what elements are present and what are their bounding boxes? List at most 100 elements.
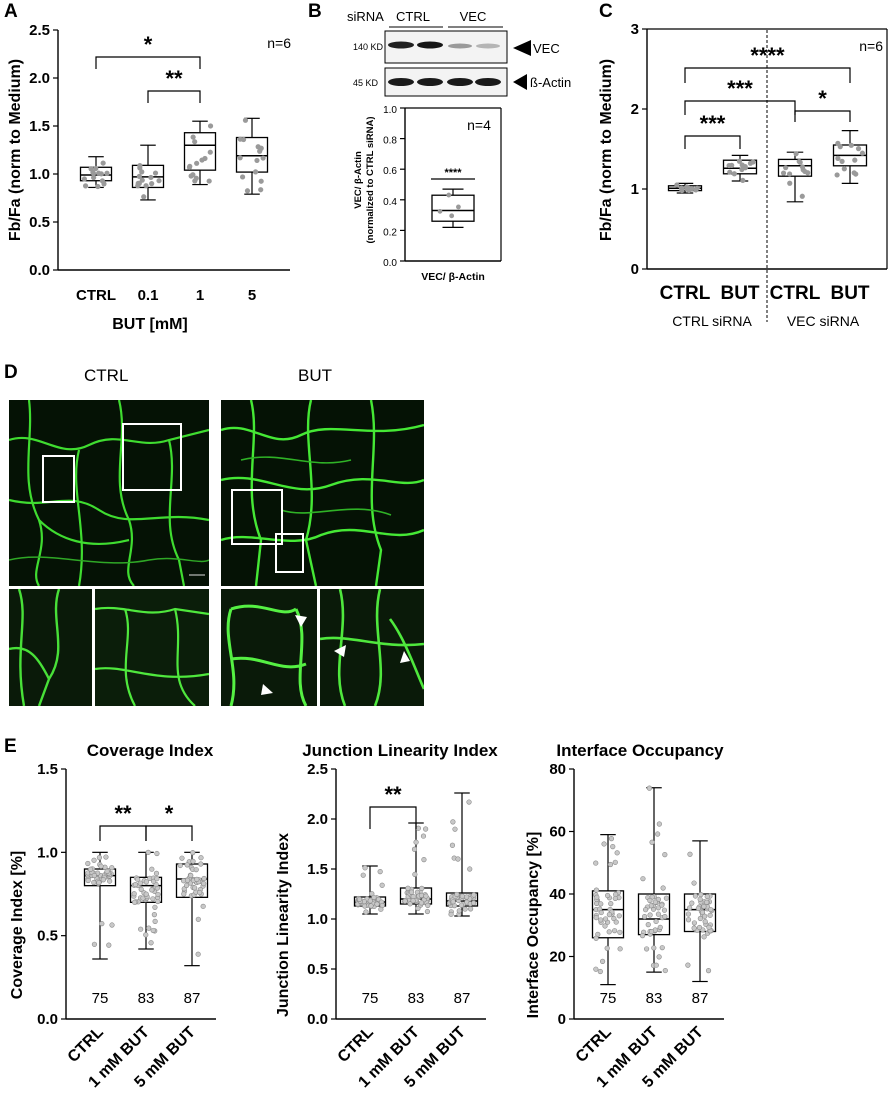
data-point <box>687 851 693 857</box>
data-point <box>848 142 854 148</box>
y-tick-label: 40 <box>549 886 566 903</box>
data-point <box>106 942 112 948</box>
data-point <box>363 909 369 915</box>
data-point <box>449 842 456 848</box>
data-point <box>424 908 431 915</box>
data-point <box>423 893 429 899</box>
data-point <box>137 165 143 171</box>
box <box>83 868 117 887</box>
data-point <box>614 850 620 856</box>
significance-bracket <box>684 100 796 115</box>
data-point <box>651 945 657 951</box>
data-point <box>154 850 160 857</box>
data-point <box>109 922 115 928</box>
d-col-label-ctrl: CTRL <box>84 366 129 385</box>
data-point <box>834 172 840 178</box>
data-point <box>181 891 187 897</box>
data-point <box>701 934 707 940</box>
b-y-label-line1: VEC/ β-Actin <box>353 151 364 209</box>
e3-title: Interface Occupancy <box>556 741 724 760</box>
data-point <box>653 962 659 968</box>
data-point <box>648 928 655 935</box>
data-point <box>418 900 425 906</box>
data-point <box>411 846 418 852</box>
y-tick-label: 0.0 <box>37 1011 58 1028</box>
data-point <box>593 966 599 972</box>
y-tick-label: 1 <box>631 181 639 198</box>
b-x-label: VEC/ β-Actin <box>421 271 485 283</box>
data-point <box>448 911 454 917</box>
data-point <box>656 954 662 960</box>
data-point <box>702 913 708 919</box>
y-tick-label: 0 <box>558 1011 566 1028</box>
data-point <box>371 894 377 901</box>
data-point <box>852 157 858 163</box>
data-point <box>468 906 474 912</box>
data-point <box>464 894 470 900</box>
data-point <box>708 906 714 913</box>
data-point <box>109 865 115 871</box>
data-point <box>198 861 204 867</box>
data-point <box>617 946 623 952</box>
data-point <box>190 858 196 864</box>
significance-bracket <box>147 90 201 103</box>
data-point <box>155 898 161 905</box>
data-point <box>410 898 416 904</box>
y-tick-label: 0.5 <box>37 928 58 945</box>
data-point <box>699 909 706 915</box>
n-count-label: 83 <box>408 990 425 1007</box>
data-point <box>655 905 661 911</box>
blot-group-vec: VEC <box>460 9 487 24</box>
n-count-label: 87 <box>454 990 471 1007</box>
data-point <box>692 893 699 899</box>
x-tick-label: BUT <box>830 283 869 304</box>
significance-bracket <box>794 110 851 122</box>
data-point <box>104 868 110 875</box>
roi-box-1 <box>42 455 75 503</box>
data-point <box>694 185 700 191</box>
data-point <box>137 880 143 886</box>
data-point <box>188 872 194 879</box>
data-point <box>107 878 113 884</box>
data-point <box>835 140 841 146</box>
data-point <box>156 178 162 184</box>
data-point <box>91 872 97 879</box>
data-point <box>855 146 862 152</box>
c-n-label: n=6 <box>859 38 883 54</box>
data-point <box>149 866 155 872</box>
data-point <box>647 912 653 918</box>
data-point <box>402 898 408 904</box>
data-point <box>193 867 199 873</box>
data-point <box>179 855 185 861</box>
y-tick-label: 20 <box>549 949 566 966</box>
data-point <box>356 896 363 902</box>
data-point <box>85 860 91 867</box>
micrograph-ctrl-overview <box>9 400 209 586</box>
data-point <box>839 158 845 164</box>
data-point <box>377 869 383 875</box>
data-point <box>260 155 266 161</box>
data-point <box>201 881 207 887</box>
data-point <box>685 917 692 923</box>
y-tick-label: 2.5 <box>29 22 50 39</box>
data-point <box>652 899 658 905</box>
x-tick-label: CTRL <box>660 283 711 304</box>
a-x-axis-label: BUT [mM] <box>112 316 188 333</box>
significance-label: **** <box>444 167 462 179</box>
data-point <box>148 174 154 181</box>
data-point <box>192 885 198 891</box>
data-point <box>194 160 200 166</box>
data-point <box>183 882 190 889</box>
data-point <box>611 915 617 922</box>
data-point <box>598 901 604 907</box>
data-point <box>612 859 618 865</box>
micrograph-ctrl-zoom-2 <box>95 589 209 706</box>
data-point <box>642 907 649 913</box>
significance-label: * <box>144 32 153 57</box>
panel-e1: Coverage Index Coverage Index [%] 0.00.5… <box>9 741 216 1091</box>
blot-size-45: 45 KD <box>353 78 379 88</box>
data-point <box>239 174 246 180</box>
data-point <box>750 159 756 165</box>
